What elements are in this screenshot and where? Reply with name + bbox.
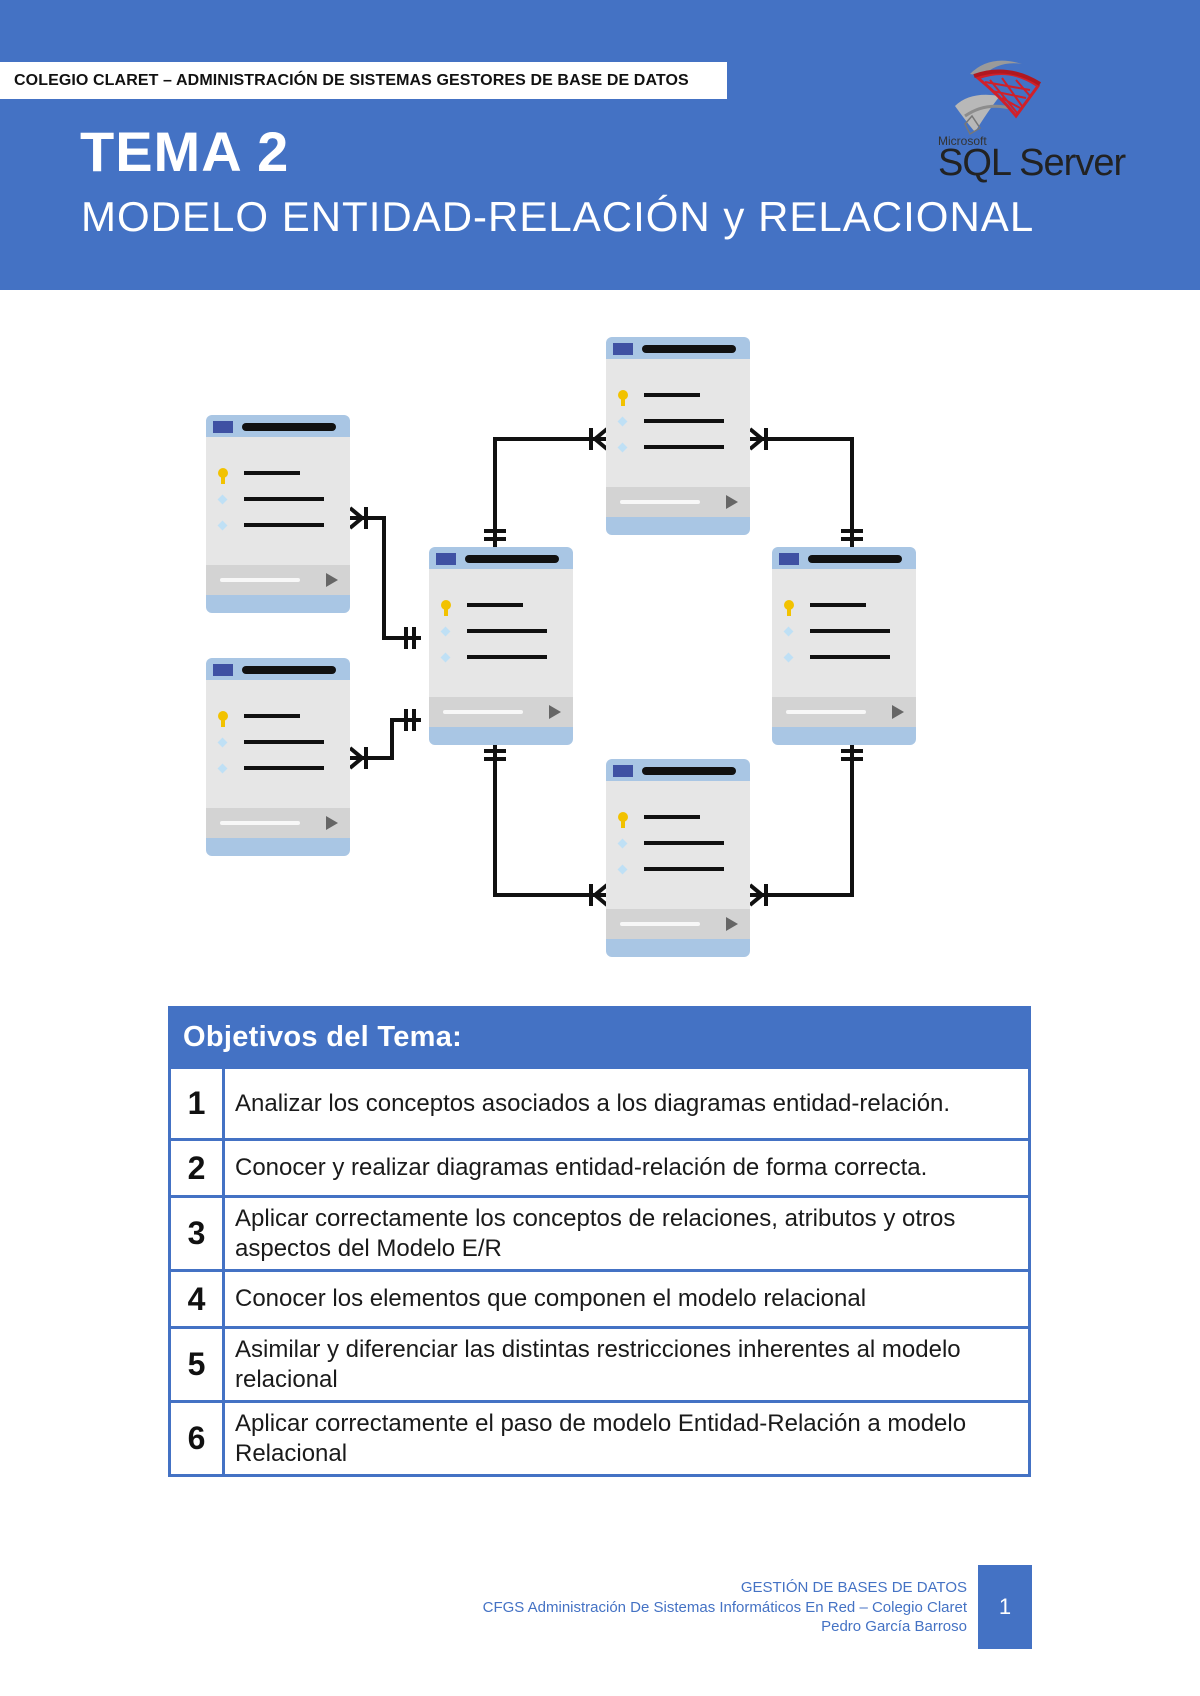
objective-number: 5 [171, 1329, 225, 1400]
topic-title: MODELO ENTIDAD-RELACIÓN y RELACIONAL [81, 193, 1035, 240]
sql-server-logo-icon [955, 60, 1042, 136]
objective-text: Analizar los conceptos asociados a los d… [235, 1089, 951, 1117]
logo-brand-small: Microsoft [938, 134, 987, 148]
objective-number: 1 [171, 1069, 225, 1138]
objective-row: 2 Conocer y realizar diagramas entidad-r… [171, 1138, 1028, 1195]
objective-number: 4 [171, 1272, 225, 1326]
header-banner: COLEGIO CLARET – ADMINISTRACIÓN DE SISTE… [0, 0, 1200, 290]
header-strip: COLEGIO CLARET – ADMINISTRACIÓN DE SISTE… [0, 62, 727, 99]
objective-number: 6 [171, 1403, 225, 1474]
objectives-title: Objetivos del Tema: [183, 1021, 463, 1053]
objective-text: Asimilar y diferenciar las distintas res… [235, 1335, 961, 1393]
objective-row: 3 Aplicar correctamente los conceptos de… [171, 1195, 1028, 1269]
sql-server-logo: Microsoft SQL Server [930, 36, 1130, 186]
objective-row: 4 Conocer los elementos que componen el … [171, 1269, 1028, 1326]
logo-brand-large: SQL Server [938, 142, 1126, 184]
objective-text: Conocer los elementos que componen el mo… [235, 1285, 867, 1312]
objective-row: 1 Analizar los conceptos asociados a los… [171, 1066, 1028, 1138]
objective-number: 3 [171, 1198, 225, 1269]
footer-course: GESTIÓN DE BASES DE DATOS [740, 1579, 967, 1596]
objective-text: Aplicar correctamente el paso de modelo … [235, 1409, 967, 1467]
er-diagram-illustration [180, 335, 1012, 957]
objective-text: Aplicar correctamente los conceptos de r… [235, 1204, 956, 1262]
footer-program: CFGS Administración De Sistemas Informát… [482, 1598, 967, 1616]
objectives-header: Objetivos del Tema: [171, 1009, 1028, 1066]
institution-title: COLEGIO CLARET – ADMINISTRACIÓN DE SISTE… [14, 71, 689, 89]
objective-number: 2 [171, 1141, 225, 1195]
page-number: 1 [978, 1565, 1032, 1649]
database-tables-diagram-icon [206, 337, 916, 957]
objective-row: 5 Asimilar y diferenciar las distintas r… [171, 1326, 1028, 1400]
page-footer: GESTIÓN DE BASES DE DATOS CFGS Administr… [483, 1578, 967, 1637]
objective-row: 6 Aplicar correctamente el paso de model… [171, 1400, 1028, 1474]
topic-number: TEMA 2 [80, 120, 290, 183]
footer-author: Pedro García Barroso [821, 1618, 967, 1635]
objective-text: Conocer y realizar diagramas entidad-rel… [235, 1154, 928, 1181]
objectives-table: Objetivos del Tema: 1 Analizar los conce… [168, 1006, 1031, 1477]
